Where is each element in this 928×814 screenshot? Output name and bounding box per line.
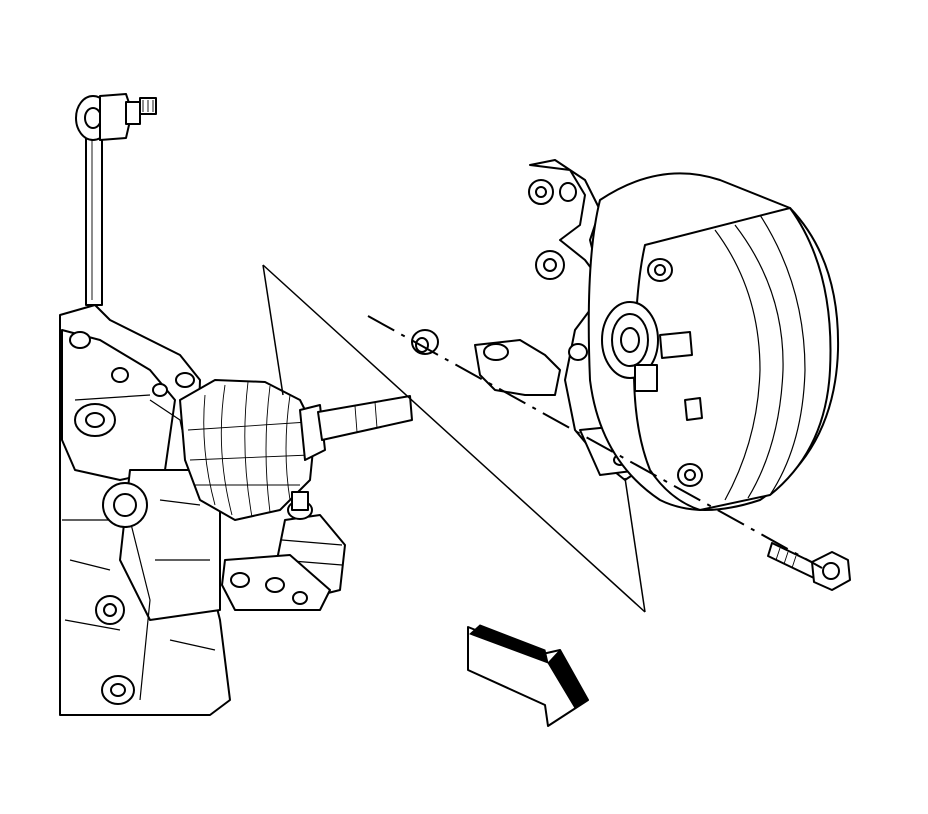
transaxle-housing xyxy=(59,304,231,716)
direction-arrow xyxy=(467,624,589,727)
ball-joint xyxy=(221,491,346,611)
wheel-hub xyxy=(587,172,840,511)
stabilizer-link xyxy=(75,93,157,306)
installation-centerline xyxy=(367,315,823,569)
drive-axle xyxy=(179,379,413,521)
bolt xyxy=(767,542,851,591)
leader-lines xyxy=(262,264,646,613)
